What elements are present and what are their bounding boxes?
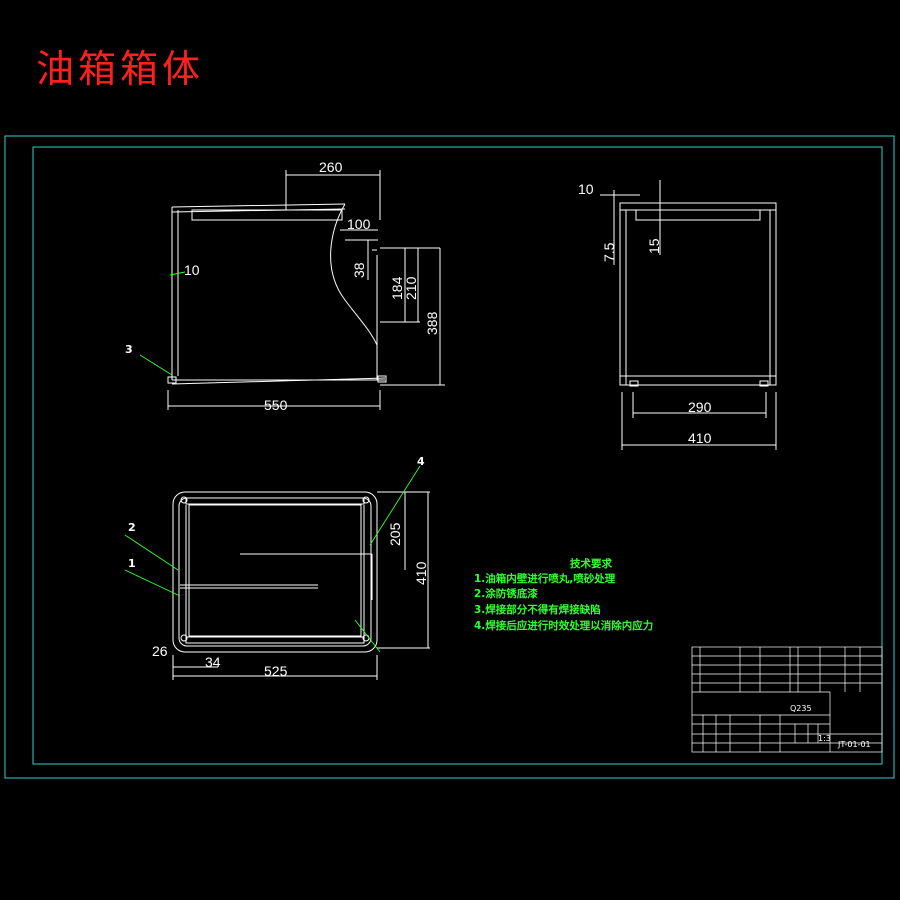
front-view [167,170,445,410]
part-label-4: 4 [417,455,425,468]
leader-1 [124,569,181,597]
inner-border [32,146,883,765]
note-4: 4.焊接后应进行时效处理以消除内应力 [474,619,653,632]
dim-10-side: 10 [578,181,594,197]
dim-525: 525 [264,663,288,679]
side-view [600,180,777,450]
part-label-1: 1 [128,557,136,570]
dim-184: 184 [389,276,405,300]
note-1: 1.油箱内壁进行喷丸,喷砂处理 [474,572,616,585]
notes-heading: 技术要求 [570,557,612,570]
leader-4 [369,465,421,546]
title-block [691,646,883,753]
material-label: Q235 [790,704,812,713]
dim-26: 26 [152,643,168,659]
dim-410-side: 410 [688,430,712,446]
dim-7-5: 7.5 [601,242,617,262]
dim-10-front: 10 [184,262,200,278]
drawing-title: 油箱箱体 [36,47,205,91]
dim-260: 260 [319,159,343,175]
part-label-3: 3 [125,343,133,356]
leader-3-front [139,354,173,376]
note-3: 3.焊接部分不得有焊接缺陷 [474,603,601,616]
dim-550: 550 [264,397,288,413]
dim-210: 210 [403,276,419,300]
dim-388: 388 [424,311,440,335]
outer-border [4,135,895,779]
dim-15: 15 [646,238,662,254]
dim-100: 100 [347,216,371,232]
leader-10-front [169,271,186,276]
scale-label: 1:3 [818,734,831,743]
dim-34: 34 [205,654,221,670]
drawing-number: JT-01-01 [837,740,871,749]
weld-mark [354,619,381,653]
note-2: 2.涂防锈底漆 [474,587,538,600]
dim-290: 290 [688,399,712,415]
top-view [172,491,430,680]
leader-2 [124,534,179,571]
dim-38: 38 [351,262,367,278]
dim-410-top: 410 [413,561,429,585]
part-label-2: 2 [128,521,136,534]
dim-205: 205 [387,522,403,546]
